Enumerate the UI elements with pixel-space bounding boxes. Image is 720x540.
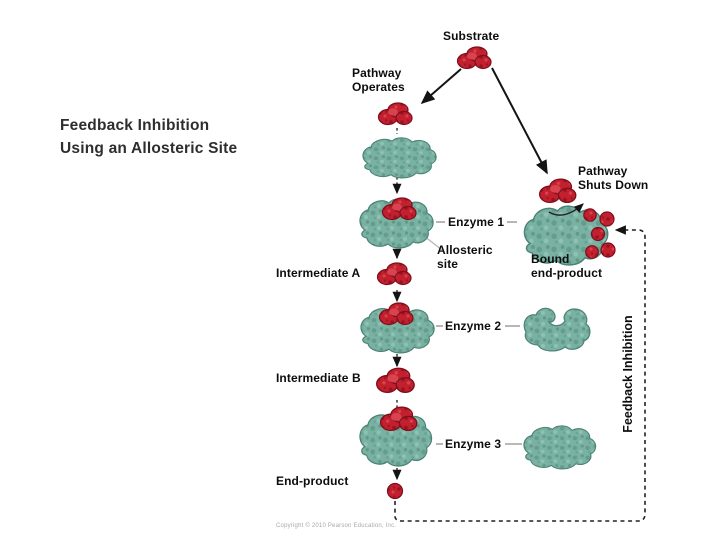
pathway-operates-label: Pathway Operates [352,66,405,94]
free-enzyme1-blob [362,137,437,179]
free-enzyme3-blob [523,425,597,470]
slide-title-line2: Using an Allosteric Site [60,140,238,157]
slide-title-line1: Feedback Inhibition [60,117,210,134]
end-product-dot-1 [599,211,615,227]
substrate-on-enzyme1 [381,197,417,221]
arrow-substrate-to-shutdown-pathway [491,67,548,175]
intermediate-a-label: Intermediate A [276,266,361,280]
feedback-inhibition-rotated-label: Feedback Inhibition [621,315,635,433]
bound-end-product-molecule [583,208,597,222]
enzyme1-label: Enzyme 1 [448,215,505,229]
allosteric-site-label: Allosteric site [437,243,493,271]
bound-line2: end-product [531,266,603,280]
end-product-dot-4 [585,245,599,259]
end-product-label: End-product [276,474,349,488]
arrow-substrate-to-operating-pathway [420,68,462,105]
feedback-loop-dashed-arrow [394,225,646,522]
pathway-shuts-down-label: Pathway Shuts Down [578,164,648,192]
intermediate-b-on-enzyme3 [379,406,418,432]
intermediate-b-molecule [376,367,415,393]
intermediate-a-molecule [376,262,412,286]
substrate-molecule [456,46,492,70]
end-product-dot-3 [600,242,616,258]
slide-title: Feedback Inhibition Using an Allosteric … [60,114,237,160]
substrate-label: Substrate [443,29,500,43]
substrate-molecule-blocked [538,178,577,204]
pathway-operates-line1: Pathway [352,66,402,80]
end-product-molecule [386,482,404,500]
enzyme2-label: Enzyme 2 [445,319,502,333]
substrate-molecule-operating [377,102,413,126]
end-product-dot-2 [590,226,606,242]
enzyme3-label: Enzyme 3 [445,437,502,451]
bound-end-product-label: Bound end-product [531,252,602,280]
bound-line1: Bound [531,252,570,266]
allosteric-line1: Allosteric [437,243,493,257]
copyright-text: Copyright © 2010 Pearson Education, Inc. [276,523,397,529]
free-enzyme2-blob [523,307,591,352]
intermediate-b-label: Intermediate B [276,371,361,385]
intermediate-a-on-enzyme2 [378,302,414,326]
pathway-operates-line2: Operates [352,80,405,94]
substrate-deflected-arrow [548,203,584,216]
pathway-shuts-line2: Shuts Down [578,178,649,192]
label-leader-dashes [436,221,522,445]
allosteric-line2: site [437,257,459,271]
pathway-shuts-line1: Pathway [578,164,628,178]
